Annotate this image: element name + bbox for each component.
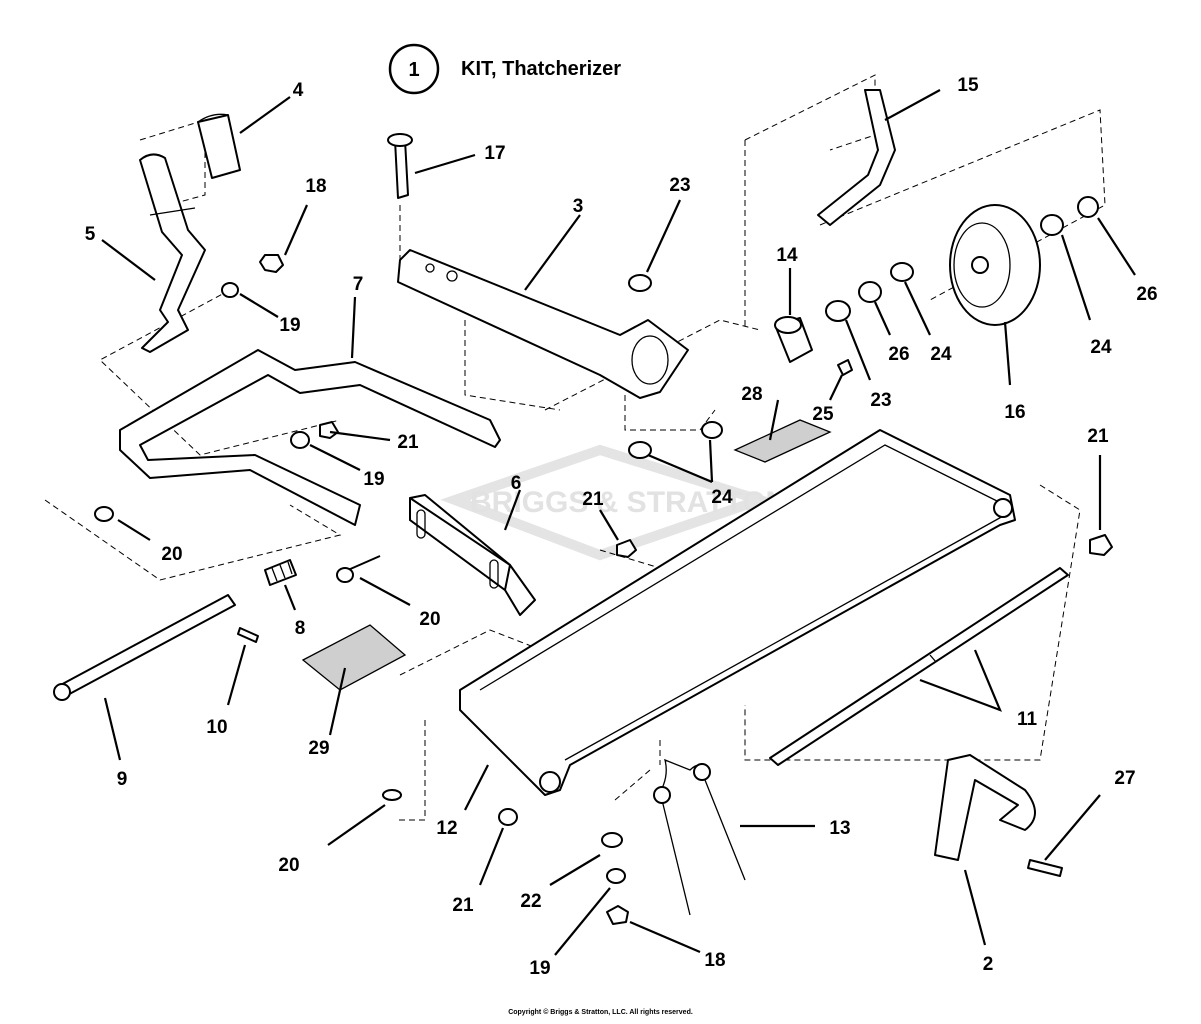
callout-11: 11 — [1017, 709, 1038, 730]
callout-8: 8 — [295, 618, 306, 639]
callout-9: 9 — [117, 769, 128, 790]
part-29-decal — [301, 624, 407, 691]
kit-number: 1 — [408, 59, 419, 81]
callout-12: 12 — [436, 818, 457, 839]
kit-number-circle — [388, 43, 440, 95]
callout-14: 14 — [776, 245, 798, 266]
part-12-frame — [459, 429, 1016, 796]
callout-10: 10 — [206, 717, 227, 738]
callout-2: 2 — [983, 954, 994, 975]
callout-28: 28 — [741, 384, 762, 405]
part-5-handle — [139, 153, 206, 353]
callout-22: 22 — [520, 891, 541, 912]
callout-21: 21 — [452, 895, 474, 916]
hardware-small-parts — [94, 133, 1113, 925]
callout-7: 7 — [353, 274, 364, 295]
callout-29: 29 — [308, 738, 329, 759]
part-14-collar — [774, 316, 813, 363]
part-28-decal — [733, 419, 832, 463]
part-3-arm — [397, 249, 689, 399]
callout-5: 5 — [85, 224, 96, 245]
callout-3: 3 — [573, 196, 584, 217]
callout-21: 21 — [397, 432, 419, 453]
callout-20: 20 — [278, 855, 299, 876]
callout-24: 24 — [711, 487, 733, 508]
part-4-grip — [197, 113, 241, 179]
callout-26: 26 — [888, 344, 909, 365]
part-9-rod — [53, 594, 236, 701]
copyright-notice: Copyright © Briggs & Stratton, LLC. All … — [508, 1009, 693, 1016]
callout-21: 21 — [582, 489, 604, 510]
part-16-wheel — [949, 204, 1041, 326]
callout-6: 6 — [511, 473, 522, 494]
callout-16: 16 — [1004, 402, 1025, 423]
callout-24: 24 — [930, 344, 952, 365]
callout-17: 17 — [484, 143, 505, 164]
callout-20: 20 — [419, 609, 440, 630]
part-8-spring — [264, 559, 297, 586]
part-11-shaft — [769, 567, 1069, 766]
kit-title: KIT, Thatcherizer — [461, 58, 621, 80]
part-6-bracket — [409, 494, 536, 616]
part-7-frame — [119, 349, 501, 526]
svg-text:BRIGGS & STRATTON: BRIGGS & STRATTON — [470, 486, 787, 519]
leader-lines — [101, 89, 1136, 956]
callout-19: 19 — [279, 315, 300, 336]
callout-25: 25 — [812, 404, 834, 425]
callout-23: 23 — [669, 175, 690, 196]
callout-13: 13 — [829, 818, 850, 839]
callout-19: 19 — [363, 469, 384, 490]
callout-20: 20 — [161, 544, 182, 565]
callout-26: 26 — [1136, 284, 1157, 305]
callout-4: 4 — [293, 80, 304, 101]
kit-header: 1 KIT, Thatcherizer — [388, 43, 621, 95]
callout-27: 27 — [1114, 768, 1135, 789]
watermark: BRIGGS & STRATTON — [440, 444, 787, 561]
callout-18: 18 — [704, 950, 725, 971]
part-13-tines — [653, 758, 746, 916]
callout-15: 15 — [957, 75, 979, 96]
callout-18: 18 — [305, 176, 326, 197]
part-15-handle — [817, 89, 896, 226]
part-2-hook — [934, 754, 1036, 861]
callout-19: 19 — [529, 958, 550, 979]
callout-23: 23 — [870, 390, 891, 411]
callout-24: 24 — [1090, 337, 1112, 358]
callout-labels: 2 3 4 5 6 7 8 9 10 11 12 13 14 15 16 17 … — [85, 75, 1158, 979]
callout-21: 21 — [1087, 426, 1109, 447]
part-10-pin — [237, 627, 259, 643]
